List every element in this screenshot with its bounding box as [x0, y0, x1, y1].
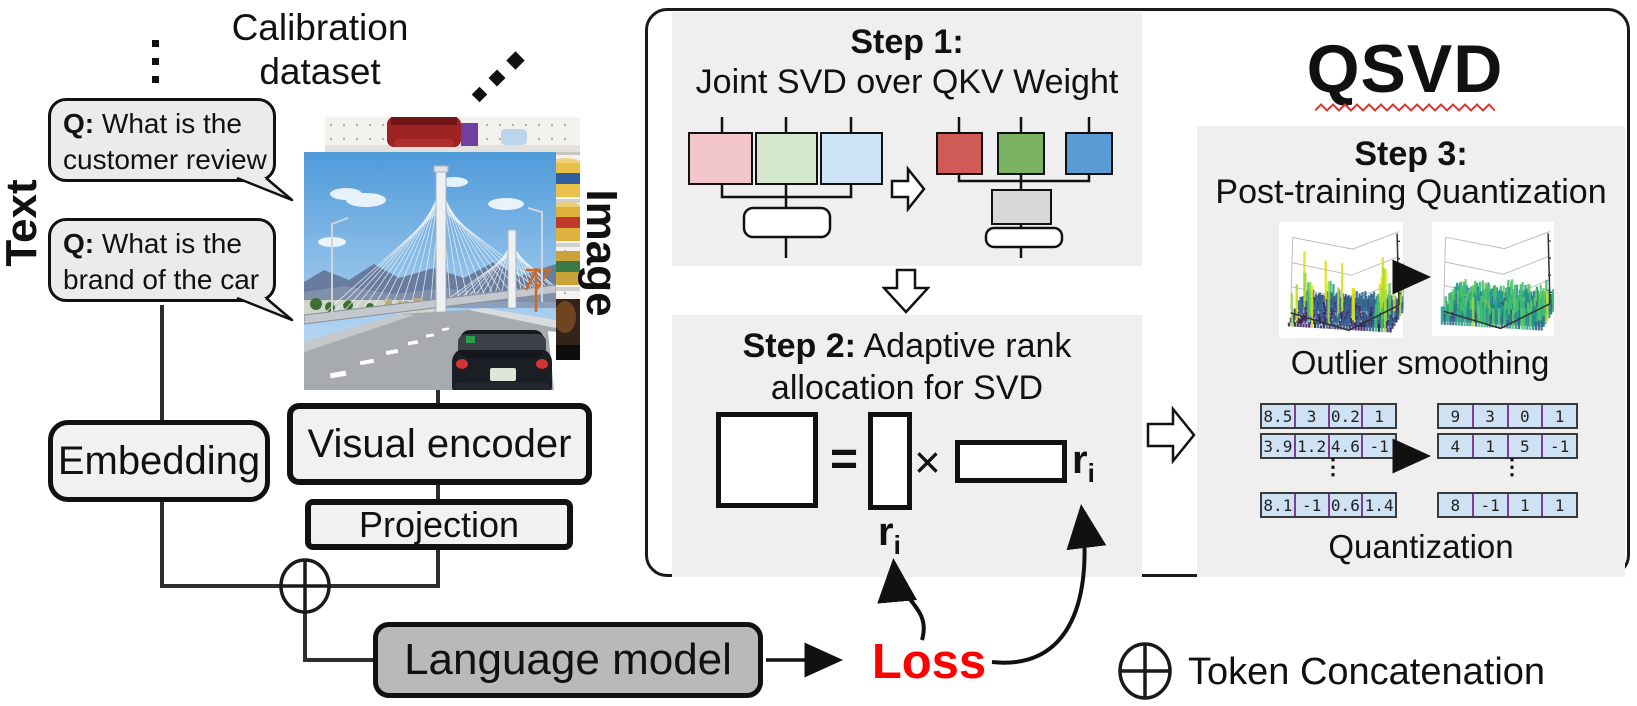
- step1-heading: Step 1:: [672, 22, 1142, 62]
- rank-label-bottom: ri: [878, 510, 901, 560]
- quant-cell: 8.1: [1263, 495, 1293, 515]
- visual-encoder-label: Visual encoder: [307, 421, 572, 466]
- bubble-tails: [236, 176, 294, 322]
- step3-subtitle: Post-training Quantization: [1215, 173, 1607, 211]
- question-text: customer review: [63, 144, 267, 175]
- step3-heading: Step 3:: [1197, 134, 1625, 174]
- token-concat-icon: [279, 558, 331, 614]
- token-concatenation-legend-icon: [1118, 642, 1172, 700]
- k-lowrank-box: [997, 132, 1045, 175]
- activation-3d-plot-after: [1432, 222, 1554, 336]
- vertical-dots-icon: [152, 76, 159, 83]
- q-prefix: Q:: [63, 228, 95, 259]
- step1-subtitle: Joint SVD over QKV Weight: [695, 63, 1119, 101]
- bridge-car-photo: [304, 152, 556, 390]
- projection-label: Projection: [358, 503, 520, 545]
- outlier-smoothing-caption: Outlier smoothing: [1290, 344, 1550, 381]
- v-lowrank-box: [1065, 132, 1113, 175]
- shared-base-box: [742, 206, 832, 239]
- quant-cell: 0.6: [1327, 494, 1362, 516]
- qsvd-underline-squiggle: [1315, 103, 1495, 112]
- step3-heading-bold: Step 3:: [1354, 135, 1468, 173]
- calibration-dataset-title: Calibration dataset: [150, 6, 490, 94]
- quant-cell: 4.6: [1327, 435, 1362, 457]
- right-hollow-arrow-icon: [890, 165, 926, 213]
- question-bubble-2: Q: What is the brand of the car: [48, 218, 276, 302]
- question-text: What is the: [101, 108, 242, 139]
- question-bubble-1: Q: What is the customer review: [48, 98, 276, 182]
- language-model-box: Language model: [373, 622, 763, 698]
- token-concatenation-label: Token Concatenation: [1188, 651, 1546, 693]
- qsvd-title: QSVD: [1306, 31, 1504, 107]
- step2-heading-line2: allocation for SVD: [770, 369, 1044, 407]
- rank-label-right: ri: [1072, 438, 1095, 488]
- quant-cell: 0: [1506, 405, 1542, 427]
- projection-box: Projection: [305, 499, 573, 550]
- k-weight-box: [755, 132, 818, 185]
- q-prefix: Q:: [63, 108, 95, 139]
- step2-heading-rest: Adaptive rank: [855, 327, 1072, 365]
- quant-cell: 4: [1450, 436, 1461, 456]
- quant-cell: -1: [1361, 435, 1395, 457]
- quant-cell: -1: [1471, 494, 1507, 516]
- step1-heading-bold: Step 1:: [850, 23, 964, 61]
- shared-base-box: [984, 226, 1064, 249]
- quant-cell: 0.2: [1327, 405, 1362, 427]
- quant-cell: 3: [1293, 405, 1328, 427]
- language-model-label: Language model: [404, 635, 732, 684]
- step1-qkv-diagram: [688, 117, 1113, 258]
- mid-hollow-arrow-icon: [1146, 405, 1196, 465]
- loss-label: Loss: [871, 635, 987, 689]
- vertical-dots-icon: [152, 58, 159, 65]
- car: [452, 330, 552, 390]
- equals-sign: =: [830, 433, 859, 486]
- v-weight-box: [820, 132, 883, 185]
- joint-factor-box: [991, 189, 1052, 225]
- quant-cell: -1: [1293, 494, 1328, 516]
- quant-cell: 8: [1450, 495, 1461, 515]
- weight-matrix-box: [716, 412, 818, 508]
- vertical-dots-icon: [152, 40, 159, 47]
- question-text: brand of the car: [63, 264, 260, 295]
- activation-3d-plot-before: [1279, 222, 1404, 338]
- quant-cell: 1: [1506, 494, 1542, 516]
- embedding-box: Embedding: [48, 420, 270, 502]
- quant-cell: 3: [1471, 405, 1507, 427]
- quant-cell: 1: [1471, 435, 1507, 457]
- q-weight-box: [688, 132, 753, 185]
- embedding-label: Embedding: [57, 438, 261, 483]
- calibration-title-line1: Calibration: [231, 7, 409, 48]
- down-hollow-arrow-icon: [882, 268, 930, 314]
- q-lowrank-box: [936, 132, 983, 175]
- quant-cell: 1: [1541, 405, 1576, 427]
- tall-factor-matrix: [868, 412, 912, 510]
- quant-cell: 9: [1450, 406, 1461, 426]
- quant-cell: 3.9: [1263, 436, 1293, 456]
- quant-cell: -1: [1541, 435, 1576, 457]
- quantization-caption: Quantization: [1328, 528, 1514, 565]
- question-text: What is the: [101, 228, 242, 259]
- quant-cell: 1: [1541, 494, 1576, 516]
- calibration-title-line2: dataset: [259, 51, 381, 92]
- quant-cell: 5: [1506, 435, 1542, 457]
- wide-factor-matrix: [955, 440, 1067, 483]
- times-sign: ×: [914, 436, 941, 488]
- visual-encoder-box: Visual encoder: [287, 403, 592, 485]
- quant-cell: 1.2: [1293, 435, 1328, 457]
- quant-cell: 8.5: [1263, 406, 1293, 426]
- step2-heading: Step 2: Adaptive rank: [672, 326, 1142, 366]
- step2-heading-bold: Step 2:: [742, 327, 856, 365]
- quant-cell: 1.4: [1361, 494, 1395, 516]
- quant-cell: 1: [1361, 405, 1395, 427]
